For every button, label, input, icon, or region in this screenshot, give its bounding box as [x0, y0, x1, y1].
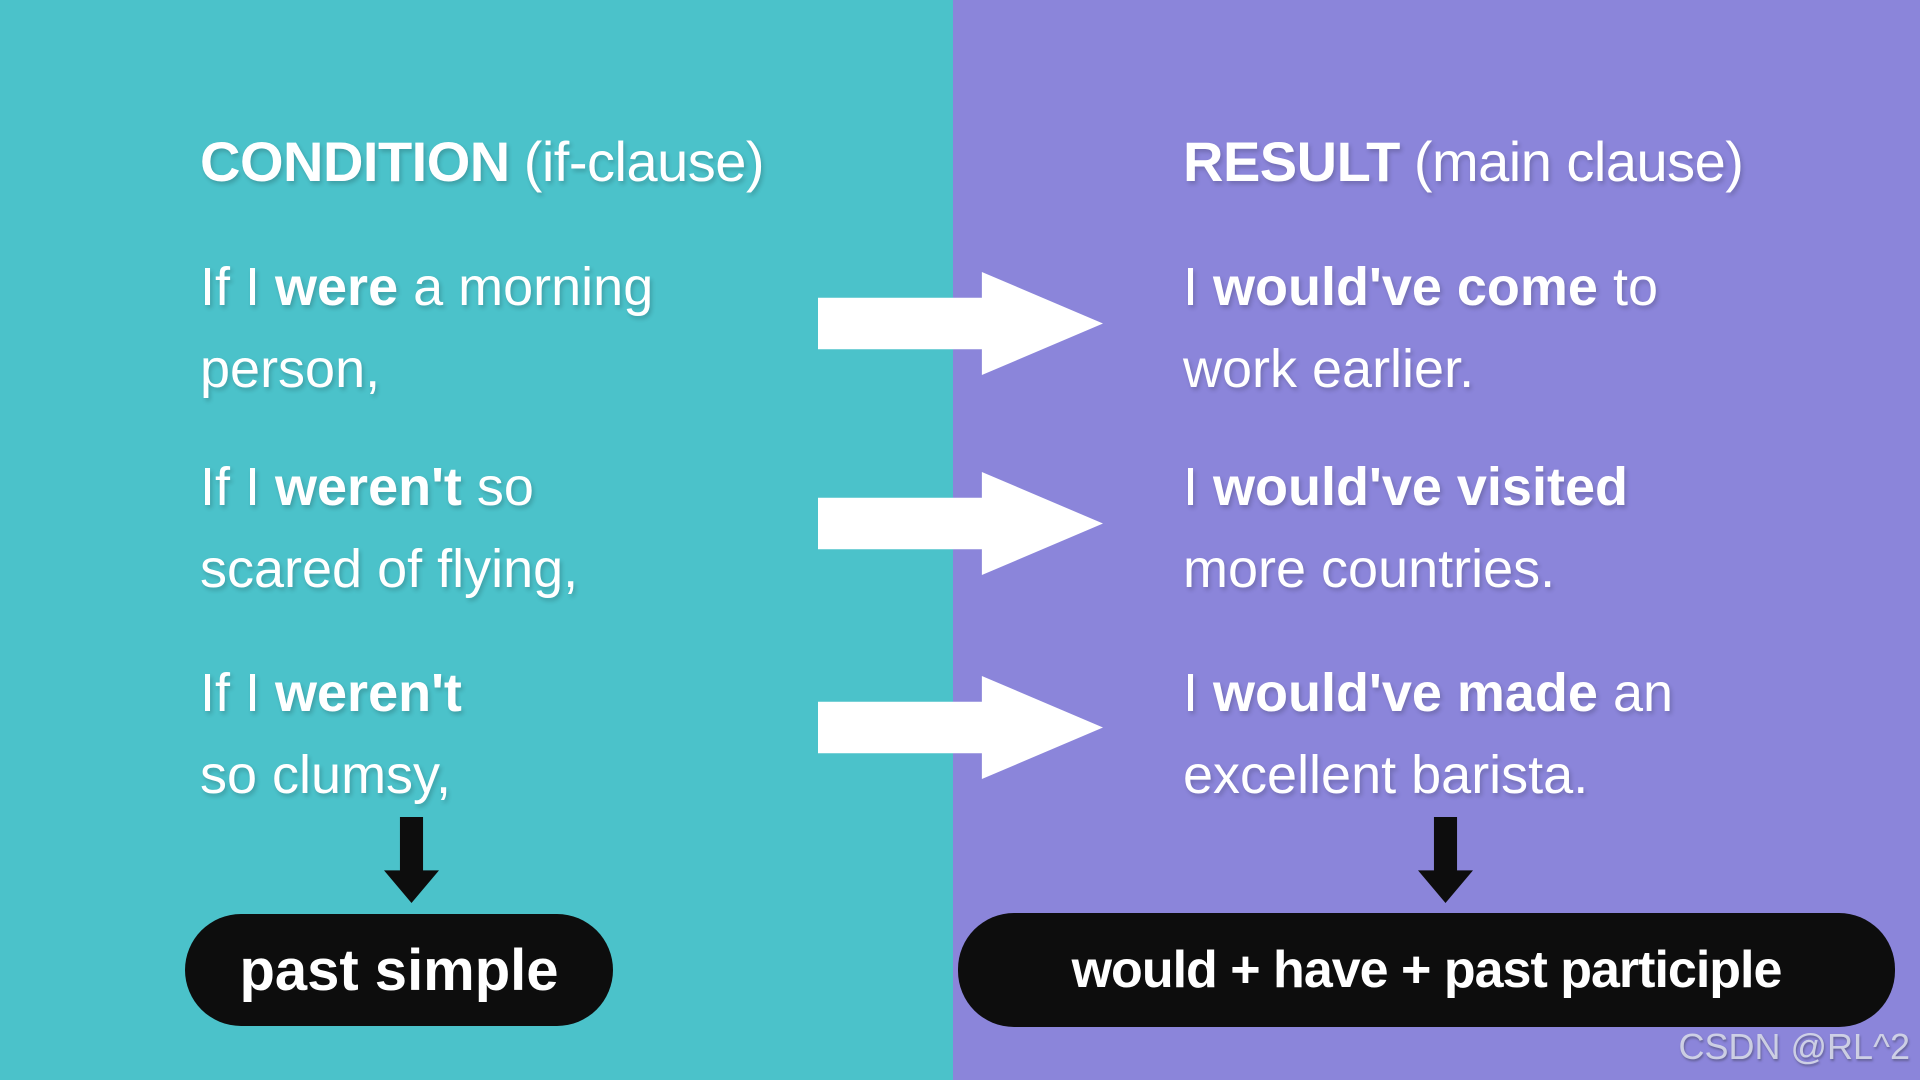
result-row-1-line2: work earlier.	[1183, 339, 1475, 399]
condition-header: CONDITION(if-clause)	[200, 127, 765, 197]
condition-row-1-post: a morning	[398, 257, 654, 317]
condition-header-bold: CONDITION	[200, 130, 510, 193]
result-row-3: I would've made an excellent barista.	[1183, 652, 1673, 816]
result-row-1-post: to	[1597, 257, 1658, 317]
result-header-rest: (main clause)	[1413, 130, 1744, 193]
condition-row-3: If I weren't so clumsy,	[200, 652, 462, 816]
result-row-2-bold: would've visited	[1213, 457, 1628, 517]
result-row-3-pre: I	[1183, 663, 1214, 723]
condition-row-2-bold: weren't	[275, 457, 462, 517]
would-have-participle-tag-label: would + have + past participle	[1071, 941, 1783, 999]
condition-row-2: If I weren't so scared of flying,	[200, 446, 578, 610]
condition-row-3-bold: weren't	[275, 663, 462, 723]
condition-header-rest: (if-clause)	[523, 130, 765, 193]
condition-row-1-bold: were	[275, 257, 399, 317]
result-row-2: I would've visited more countries.	[1183, 446, 1628, 610]
condition-row-2-pre: If I	[200, 457, 276, 517]
result-header: RESULT(main clause)	[1183, 127, 1744, 197]
result-row-3-line2: excellent barista.	[1183, 745, 1589, 805]
condition-row-2-post: so	[461, 457, 534, 517]
result-row-3-post: an	[1597, 663, 1674, 723]
condition-panel	[0, 0, 953, 1080]
result-row-3-bold: would've made	[1213, 663, 1598, 723]
result-row-1-bold: would've come	[1213, 257, 1598, 317]
result-row-1: I would've come to work earlier.	[1183, 246, 1658, 410]
would-have-participle-tag: would + have + past participle	[958, 913, 1895, 1027]
condition-row-1: If I were a morning person,	[200, 246, 653, 410]
past-simple-tag: past simple	[185, 914, 613, 1026]
past-simple-tag-label: past simple	[239, 937, 559, 1003]
condition-row-1-line2: person,	[200, 339, 381, 399]
condition-row-3-line2: so clumsy,	[200, 745, 452, 805]
condition-row-3-pre: If I	[200, 663, 276, 723]
watermark: CSDN @RL^2	[1678, 1026, 1911, 1067]
result-header-bold: RESULT	[1183, 130, 1400, 193]
result-panel	[953, 0, 1920, 1080]
result-row-1-pre: I	[1183, 257, 1214, 317]
result-row-2-pre: I	[1183, 457, 1214, 517]
condition-row-2-line2: scared of flying,	[200, 539, 579, 599]
condition-row-1-pre: If I	[200, 257, 276, 317]
result-row-2-line2: more countries.	[1183, 539, 1556, 599]
